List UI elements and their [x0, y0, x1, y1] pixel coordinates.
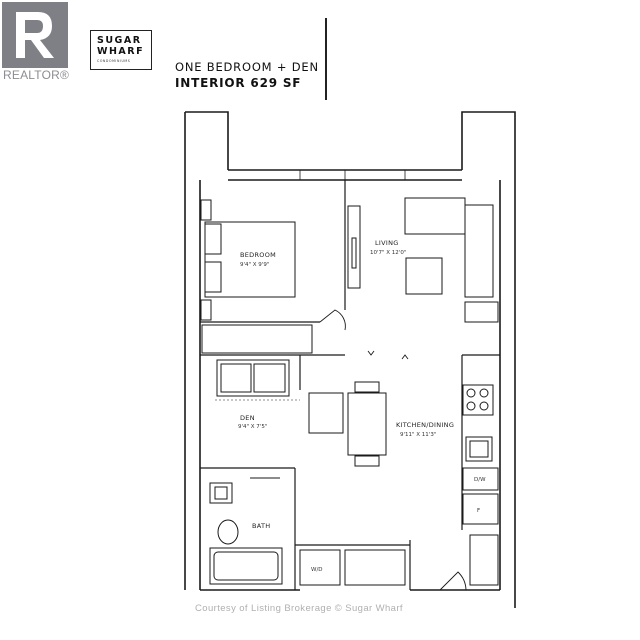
- dining-set: [347, 381, 387, 467]
- realtor-logo-mark: [2, 2, 68, 68]
- washer-dryer: [299, 549, 341, 586]
- chevron-down-icon: [367, 350, 375, 356]
- den-label: DEN: [240, 414, 255, 422]
- laundry-label: W/D: [311, 567, 323, 573]
- pillow-top: [204, 223, 222, 255]
- realtor-logo: REALTOR®: [0, 0, 72, 86]
- fridge: [462, 493, 499, 525]
- den-sofa-cushion-a: [220, 363, 252, 393]
- realtor-r-icon: [16, 12, 54, 58]
- vanity-basin: [214, 486, 228, 500]
- bath-label: BATH: [252, 522, 270, 530]
- burner-3: [466, 401, 476, 411]
- kitchen-label: KITCHEN/DINING: [396, 421, 454, 429]
- fridge-label: F: [477, 508, 480, 514]
- living-dims: 10'7" X 12'0": [370, 250, 406, 256]
- dining-chair-bottom: [354, 455, 380, 467]
- exterior-walls: [184, 111, 516, 608]
- living-label: LIVING: [375, 239, 399, 247]
- bathtub-basin: [213, 551, 279, 581]
- burner-4: [479, 401, 489, 411]
- toilet: [217, 519, 239, 545]
- den-furniture: [216, 359, 344, 434]
- sofa-seat: [404, 197, 466, 235]
- realtor-wordmark: REALTOR®: [3, 68, 70, 82]
- nightstand-top: [200, 199, 212, 221]
- dishwasher: [462, 467, 499, 491]
- den-dims: 9'4" X 7'5": [238, 424, 267, 430]
- bedroom-dims: 9'4" X 9'9": [240, 262, 269, 268]
- brand-logo: SUGAR WHARF CONDOMINIUMS: [90, 30, 152, 70]
- entry-closet: [469, 534, 499, 586]
- kitchen-dims: 9'11" X 11'3": [400, 432, 436, 438]
- dishwasher-label: D/W: [474, 477, 486, 483]
- brand-line-3: CONDOMINIUMS: [97, 59, 131, 63]
- interior-walls: [200, 180, 500, 590]
- tv: [351, 237, 357, 269]
- laundry-shelf: [344, 549, 406, 586]
- nightstand-bottom: [200, 299, 212, 321]
- side-cabinet: [464, 301, 499, 323]
- cooktop: [462, 384, 494, 416]
- sink-basin: [469, 440, 489, 458]
- living-furniture: [347, 197, 499, 323]
- chevron-marks: [367, 350, 409, 360]
- entry-door: [439, 571, 467, 591]
- unit-interior-area: INTERIOR 629 SF: [175, 76, 302, 90]
- coffee-table: [405, 257, 443, 295]
- dining-table: [347, 392, 387, 456]
- east-facade: [461, 111, 516, 608]
- den-desk: [308, 392, 344, 434]
- bedroom-door: [319, 309, 346, 331]
- kitchen-appliances: [462, 384, 499, 525]
- laundry-closet: [299, 549, 406, 586]
- den-sofa-cushion-b: [253, 363, 286, 393]
- brand-line-2: WHARF: [97, 46, 145, 57]
- bedroom-furniture: [200, 199, 313, 354]
- burner-1: [466, 388, 476, 398]
- sectional-chaise: [464, 204, 494, 298]
- bedroom-closet: [201, 324, 313, 354]
- dining-chair-top: [354, 381, 380, 393]
- unit-type-label: ONE BEDROOM + DEN: [175, 60, 319, 74]
- burner-2: [479, 388, 489, 398]
- brand-line-1: SUGAR: [97, 35, 142, 46]
- listing-watermark: Courtesy of Listing Brokerage © Sugar Wh…: [195, 603, 403, 614]
- left-column-wall: [185, 111, 229, 170]
- header-divider: [325, 18, 327, 100]
- chevron-up-icon: [401, 354, 409, 360]
- bath-fixtures: [209, 482, 283, 585]
- window-mullions: [299, 170, 406, 180]
- bedroom-label: BEDROOM: [240, 251, 276, 259]
- pillow-bottom: [204, 261, 222, 293]
